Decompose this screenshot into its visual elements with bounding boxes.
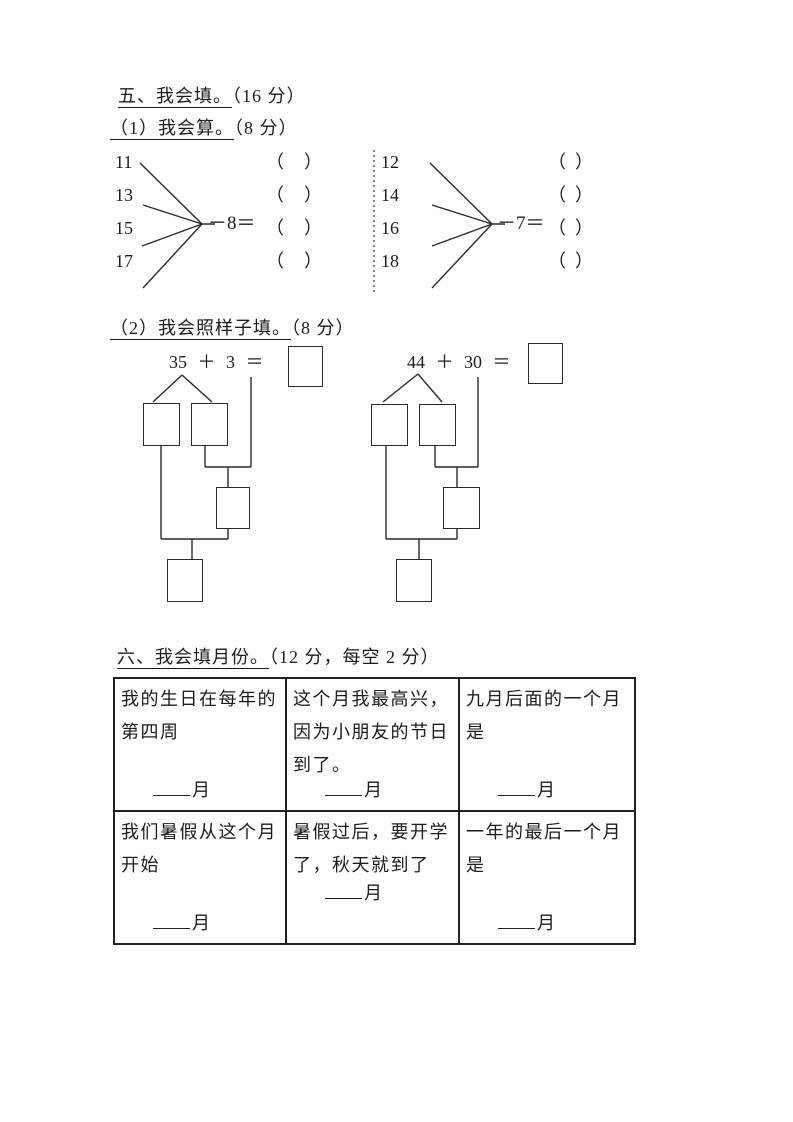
answer-box[interactable] (396, 559, 432, 602)
open-paren: （ (266, 218, 284, 238)
section5-heading: 五、我会填。（16 分） (118, 85, 306, 108)
section6-title: 六、我会填月份。 (117, 647, 269, 669)
table-cell-school-starts: 暑假过后，要开学 了，秋天就到了 月 (285, 810, 460, 945)
close-paren: ） (304, 218, 322, 238)
section6-score: （12 分，每空 2 分） (269, 647, 440, 667)
answer-parentheses[interactable]: （） (548, 245, 593, 278)
part2-heading: （2）我会照样子填。（8 分） (110, 317, 355, 340)
close-paren: ） (304, 152, 322, 172)
fan-number: 12 (381, 152, 399, 172)
open-paren: （ (548, 152, 566, 172)
fan-number: 14 (381, 185, 399, 205)
answer-blank[interactable] (325, 779, 362, 796)
answer-parentheses[interactable]: （） (266, 212, 322, 245)
cell-text-line: 开始 (121, 855, 160, 875)
close-paren: ） (304, 185, 322, 205)
answer-blank[interactable] (498, 779, 535, 796)
cell-text-line: 这个月我最高兴， (293, 689, 449, 709)
answer-box[interactable] (371, 404, 408, 446)
left-fan-lines (139, 162, 215, 289)
open-paren: （ (548, 185, 566, 205)
section5-title: 五、我会填。 (118, 86, 232, 108)
section6-heading: 六、我会填月份。（12 分，每空 2 分） (117, 646, 440, 669)
cell-text-line: 我的生日在每年的 (121, 689, 277, 709)
answer-blank-row: 月 (325, 778, 384, 802)
answer-box[interactable] (143, 403, 180, 446)
answer-box[interactable] (167, 559, 203, 602)
decomposition-lines-2 (382, 373, 479, 559)
close-paren: ） (575, 185, 593, 205)
part2-score: （8 分） (291, 318, 355, 338)
month-unit-label: 月 (192, 913, 212, 933)
right-fan-lines (429, 162, 505, 289)
answer-box[interactable] (528, 343, 563, 384)
open-paren: （ (266, 185, 284, 205)
close-paren: ） (304, 251, 322, 271)
cell-text-line: 因为小朋友的节日 (293, 722, 449, 742)
cell-text-line: 到了。 (293, 755, 352, 775)
fan-number: 13 (115, 185, 133, 205)
open-paren: （ (548, 218, 566, 238)
answer-blank-row: 月 (498, 911, 557, 935)
cell-text-line: 了，秋天就到了 (293, 855, 430, 875)
month-unit-label: 月 (537, 913, 557, 933)
answer-blank-row: 月 (498, 778, 557, 802)
month-unit-label: 月 (537, 780, 557, 800)
part1-heading: （1）我会算。（8 分） (110, 117, 298, 140)
answer-parentheses[interactable]: （） (548, 212, 593, 245)
open-paren: （ (266, 152, 284, 172)
month-unit-label: 月 (364, 883, 384, 903)
answer-box[interactable] (191, 403, 228, 446)
section5-score: （16 分） (232, 86, 306, 106)
answer-parentheses[interactable]: （） (266, 179, 322, 212)
table-cell-after-september: 九月后面的一个月 是 月 (458, 677, 636, 812)
open-paren: （ (548, 251, 566, 271)
answer-box[interactable] (216, 487, 250, 529)
addition-expression-1: 35 ＋ 3 ＝ (169, 352, 264, 372)
fan-number: 16 (381, 218, 399, 238)
answer-blank-row: 月 (153, 911, 212, 935)
cell-text-line: 九月后面的一个月 (466, 689, 622, 709)
cell-text-line: 第四周 (121, 722, 180, 742)
answer-parentheses[interactable]: （） (266, 146, 322, 179)
open-paren: （ (266, 251, 284, 271)
close-paren: ） (575, 152, 593, 172)
fan-number: 18 (381, 251, 399, 271)
answer-blank-row: 月 (153, 778, 212, 802)
close-paren: ） (575, 251, 593, 271)
table-cell-last-month: 一年的最后一个月 是 月 (458, 810, 636, 945)
cell-text-line: 一年的最后一个月 (466, 822, 622, 842)
answer-blank[interactable] (153, 912, 190, 929)
cell-text-line: 是 (466, 722, 486, 742)
part1-score: （8 分） (234, 118, 298, 138)
months-table: 我的生日在每年的 第四周 月 这个月我最高兴， 因为小朋友的节日 到了。 月 九… (113, 677, 636, 945)
month-unit-label: 月 (364, 780, 384, 800)
close-paren: ） (575, 218, 593, 238)
cell-text-line: 是 (466, 855, 486, 875)
fan-number: 11 (115, 152, 133, 172)
fan-number: 15 (115, 218, 133, 238)
fan-number: 17 (115, 251, 133, 271)
table-cell-childrens-day: 这个月我最高兴， 因为小朋友的节日 到了。 月 (285, 677, 460, 812)
addition-expression-2: 44 ＋ 30 ＝ (407, 352, 511, 372)
answer-blank[interactable] (153, 779, 190, 796)
subtraction-operation-right: －7＝ (497, 213, 545, 234)
answer-blank[interactable] (325, 882, 362, 899)
table-cell-birthday: 我的生日在每年的 第四周 月 (113, 677, 287, 812)
month-unit-label: 月 (192, 780, 212, 800)
answer-box[interactable] (419, 404, 456, 446)
answer-parentheses[interactable]: （） (266, 245, 322, 278)
answer-blank[interactable] (498, 912, 535, 929)
answer-box[interactable] (288, 346, 323, 387)
part1-title: （1）我会算。 (110, 118, 234, 140)
answer-box[interactable] (443, 487, 480, 529)
answer-blank-row: 月 (325, 881, 384, 905)
answer-parentheses[interactable]: （） (548, 146, 593, 179)
answer-parentheses[interactable]: （） (548, 179, 593, 212)
table-cell-summer-vacation: 我们暑假从这个月 开始 月 (113, 810, 287, 945)
cell-text-line: 暑假过后，要开学 (293, 822, 449, 842)
subtraction-operation-left: －8＝ (208, 213, 256, 234)
part2-title: （2）我会照样子填。 (110, 318, 291, 340)
cell-text-line: 我们暑假从这个月 (121, 822, 277, 842)
